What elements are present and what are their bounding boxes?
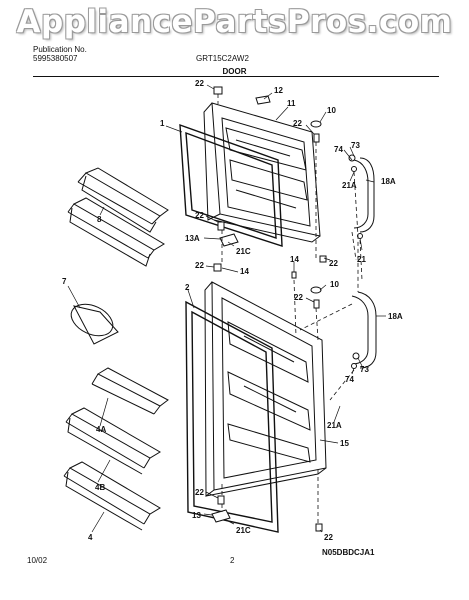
door-shelf-4a <box>91 367 169 415</box>
publication-label: Publication No. <box>33 45 87 54</box>
callout-22: 22 <box>324 533 333 542</box>
footer-date: 10/02 <box>27 556 48 565</box>
callout-10: 10 <box>327 106 336 115</box>
screw-74-upper <box>351 166 357 172</box>
callout-21a: 21A <box>327 421 342 430</box>
door-shelf-4 <box>63 461 161 531</box>
freezer-door-outer <box>203 102 321 243</box>
callout-4: 4 <box>88 533 93 542</box>
pin-22-mid <box>319 255 327 263</box>
callout-21a: 21A <box>342 181 357 190</box>
callout-73: 73 <box>360 365 369 374</box>
freezer-shelf-lower <box>67 197 165 267</box>
callout-14: 14 <box>290 255 299 264</box>
callout-15: 15 <box>340 439 349 448</box>
bushing-22-center <box>213 263 222 272</box>
screw-14 <box>291 271 297 279</box>
callout-73: 73 <box>351 141 360 150</box>
alignment-lines <box>217 94 363 524</box>
section-title: DOOR <box>222 67 247 76</box>
leader-lines <box>67 84 386 533</box>
callout-14: 14 <box>240 267 249 276</box>
callout-22: 22 <box>293 119 302 128</box>
fresh-food-door-liner <box>221 297 317 479</box>
callout-2: 2 <box>185 283 190 292</box>
callout-21c: 21C <box>236 247 251 256</box>
freezer-shelf-upper <box>77 167 169 233</box>
hinge-13 <box>211 509 231 523</box>
washer-10-upper <box>310 120 322 128</box>
callout-13a: 13A <box>185 234 200 243</box>
callout-8: 8 <box>97 215 102 224</box>
callout-4b: 4B <box>95 483 105 492</box>
callout-21c: 21C <box>236 526 251 535</box>
hinge-13a <box>219 233 239 247</box>
callout-22: 22 <box>195 488 204 497</box>
door-shelf-4b <box>65 407 161 475</box>
callout-22: 22 <box>195 79 204 88</box>
screw-73-lower <box>352 352 360 360</box>
watermark-logo: AppliancePartsPros.com <box>16 4 453 40</box>
pin-22-bottom <box>315 523 323 532</box>
callout-18a: 18A <box>388 312 403 321</box>
callout-22: 22 <box>195 211 204 220</box>
callout-22: 22 <box>294 293 303 302</box>
model-number: GRT15C2AW2 <box>196 54 249 63</box>
screw-73-upper <box>348 154 356 162</box>
callout-13: 13 <box>192 511 201 520</box>
freezer-door-liner <box>221 117 311 227</box>
callout-74: 74 <box>345 375 354 384</box>
footer-page-number: 2 <box>230 556 235 565</box>
callout-12: 12 <box>274 86 283 95</box>
callout-18a: 18A <box>381 177 396 186</box>
fresh-food-gasket <box>185 300 279 533</box>
screw-74-lower <box>351 363 357 369</box>
washer-10-lower <box>310 286 322 294</box>
callout-4a: 4A <box>96 425 106 434</box>
hardware-parts <box>211 86 363 532</box>
pin-22-upper <box>313 133 320 143</box>
diagram-code: N05DBDCJA1 <box>322 548 375 557</box>
freezer-gasket <box>179 123 283 247</box>
pin-22-lower <box>313 299 320 309</box>
callout-21: 21 <box>357 255 366 264</box>
callout-74: 74 <box>334 145 343 154</box>
hole-plug-12 <box>255 95 271 105</box>
callout-11: 11 <box>287 99 296 108</box>
publication-number: 5995380507 <box>33 54 78 63</box>
callout-22: 22 <box>195 261 204 270</box>
callout-10: 10 <box>330 280 339 289</box>
callout-22: 22 <box>329 259 338 268</box>
bushing-22-bottom <box>217 495 225 505</box>
callout-labels: 22 12 11 10 22 1 74 73 18A 21A 8 22 13A … <box>62 79 403 542</box>
bushing-22-freezer <box>217 221 225 231</box>
upper-handle <box>353 157 375 233</box>
callout-7: 7 <box>62 277 67 286</box>
header-divider <box>33 76 439 77</box>
callout-1: 1 <box>160 119 165 128</box>
butter-bin <box>70 303 119 345</box>
hinge-cap-upper <box>213 86 223 95</box>
